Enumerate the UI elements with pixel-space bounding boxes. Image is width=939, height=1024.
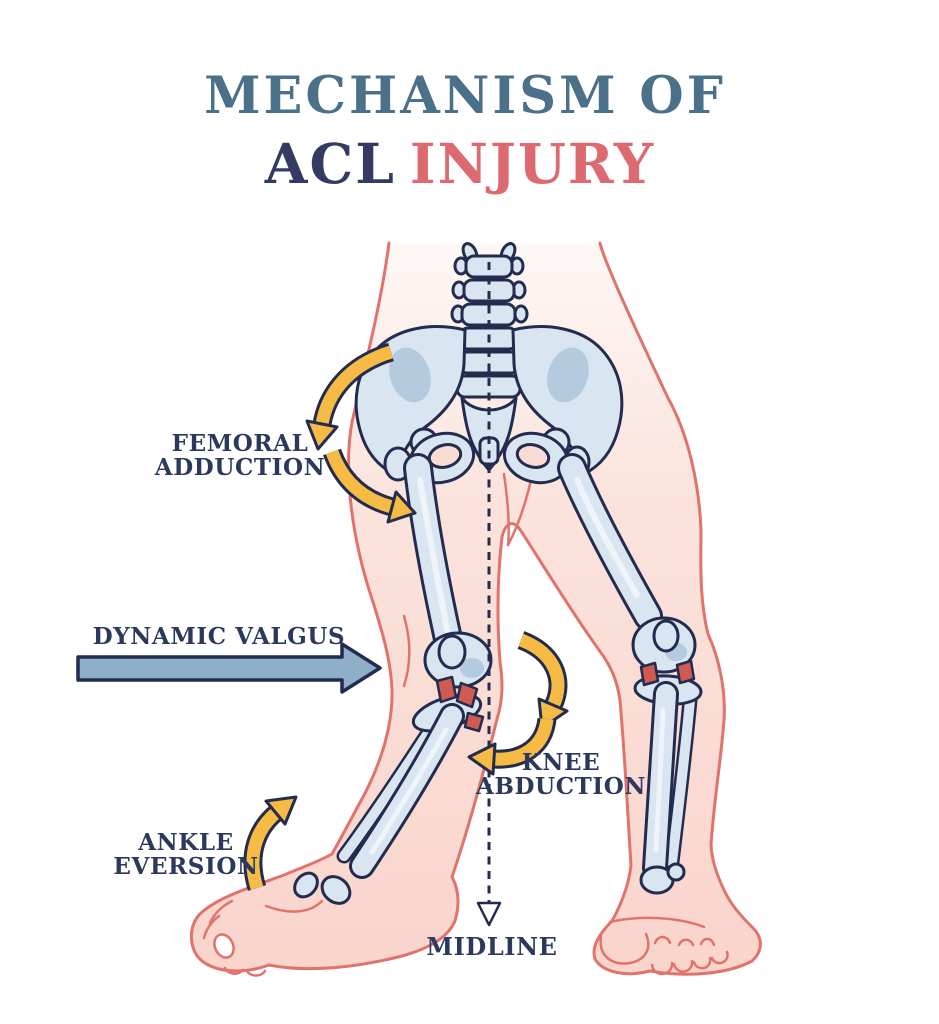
midline-pointer: [476, 262, 502, 927]
left-lower-leg-bones: [293, 693, 483, 905]
left-talus-bone: [320, 875, 352, 905]
label-femoral-adduction-line1: FEMORAL: [171, 430, 309, 457]
knee-abduction-arrow-2-icon: [467, 717, 557, 776]
right-knee-ligaments: [639, 659, 696, 687]
right-patella: [652, 619, 680, 653]
title-injury-text: INJURY: [409, 131, 656, 196]
toenail: [213, 933, 235, 959]
right-ankle-bone: [666, 862, 686, 882]
page-title-line1: MECHANISM OF: [204, 66, 726, 126]
left-femur-bone: [403, 453, 493, 689]
knee-abduction-arrow-1-icon: [517, 631, 569, 730]
label-ankle-eversion: ANKLE EVERSION: [113, 831, 258, 879]
label-midline: MIDLINE: [426, 932, 558, 961]
label-femoral-adduction: FEMORAL ADDUCTION: [155, 432, 325, 480]
left-ankle-bone: [293, 871, 319, 899]
label-ankle-eversion-line2: EVERSION: [113, 852, 259, 880]
right-lower-leg-bones: [633, 674, 703, 895]
ankle-eversion-arrow-icon: [243, 795, 298, 891]
label-knee-abduction-line2: ABDUCTION: [476, 772, 646, 800]
right-femur-bone: [557, 453, 697, 674]
femoral-adduction-arrow-1-icon: [305, 342, 395, 451]
dynamic-valgus-arrow-icon: [76, 642, 382, 694]
label-knee-abduction: KNEE ABDUCTION: [476, 751, 646, 799]
left-patella: [437, 634, 467, 670]
skin-creases: [202, 472, 729, 977]
title-acl-text: ACL: [264, 131, 396, 196]
label-ankle-eversion-line1: ANKLE: [138, 829, 234, 856]
midline-arrowhead-icon: [476, 901, 502, 927]
label-knee-abduction-line1: KNEE: [521, 749, 601, 776]
label-dynamic-valgus: DYNAMIC VALGUS: [92, 623, 346, 650]
left-knee-ligaments: [435, 675, 485, 733]
femoral-adduction-arrow-2-icon: [323, 448, 417, 524]
skeleton: [293, 242, 703, 905]
label-femoral-adduction-line2: ADDUCTION: [154, 453, 326, 481]
motion-arrows: [243, 342, 569, 891]
